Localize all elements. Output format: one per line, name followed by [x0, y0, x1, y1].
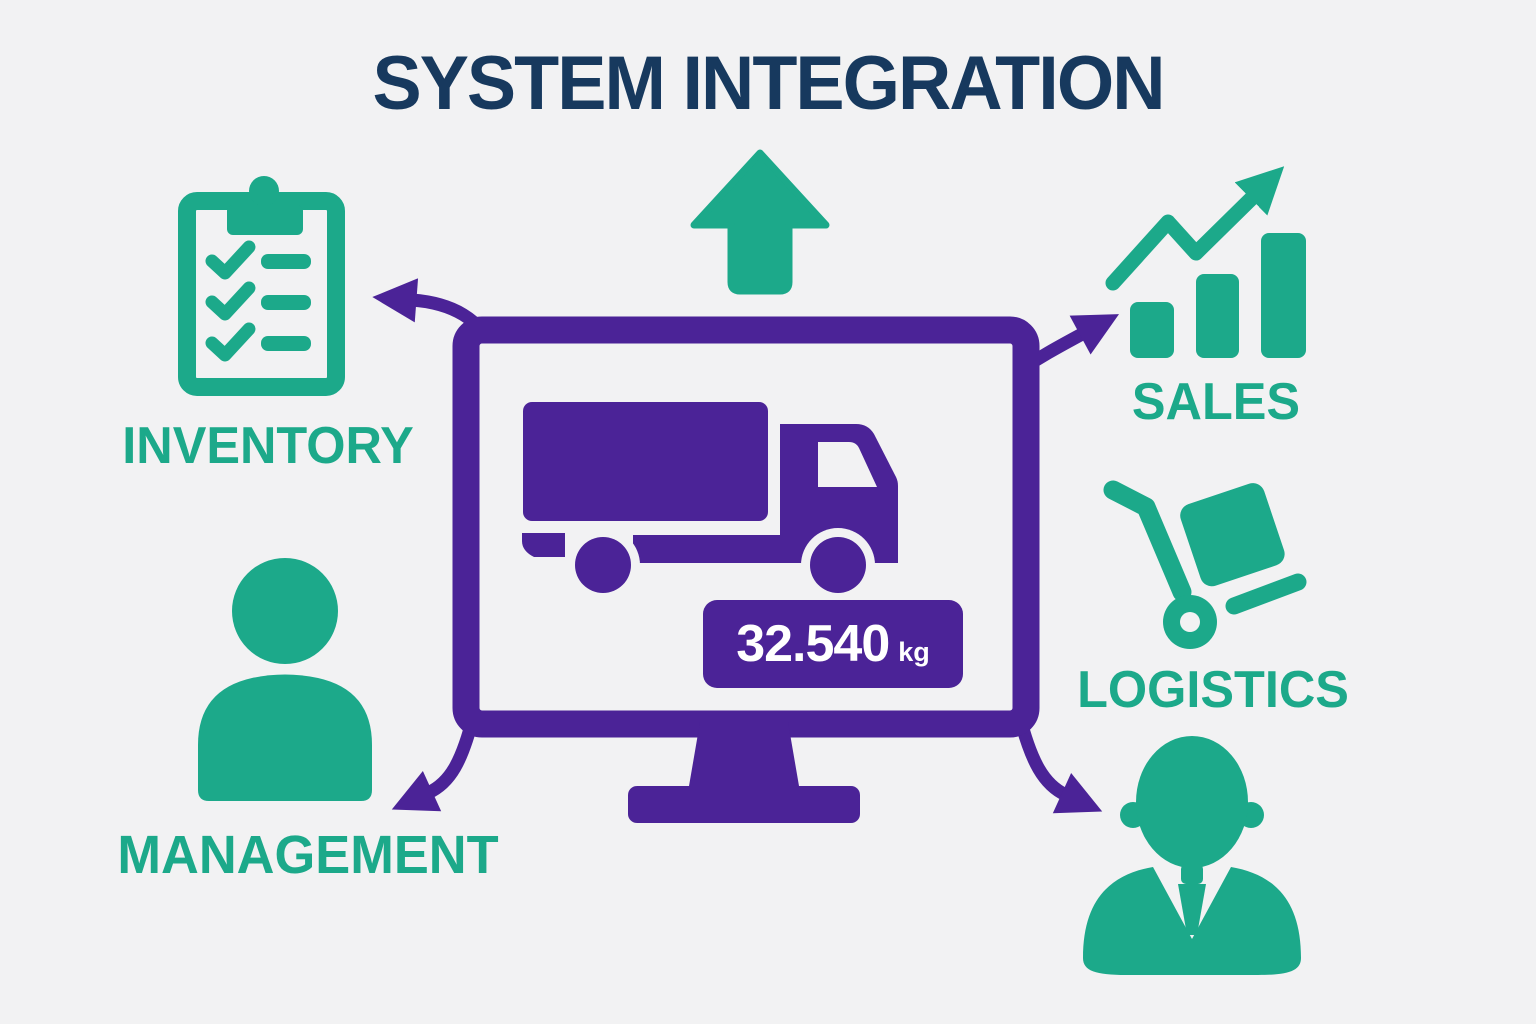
- up-arrow-icon: [690, 149, 830, 295]
- weight-value: 32.540: [736, 615, 890, 673]
- sales-growth-chart-icon: [1105, 166, 1306, 358]
- inventory-label: INVENTORY: [122, 417, 414, 475]
- delivery-truck-icon: [522, 402, 898, 602]
- weight-badge: 32.540 kg: [703, 600, 963, 688]
- weight-unit: kg: [898, 636, 930, 667]
- person-icon: [198, 558, 372, 801]
- page-title: SYSTEM INTEGRATION: [372, 41, 1165, 126]
- clipboard-checklist-icon: [178, 176, 345, 396]
- logistics-label: LOGISTICS: [1077, 661, 1349, 719]
- management-label: MANAGEMENT: [117, 825, 499, 885]
- businessman-icon: [1083, 736, 1301, 975]
- sales-label: SALES: [1131, 373, 1301, 431]
- hand-truck-icon: [1103, 480, 1307, 649]
